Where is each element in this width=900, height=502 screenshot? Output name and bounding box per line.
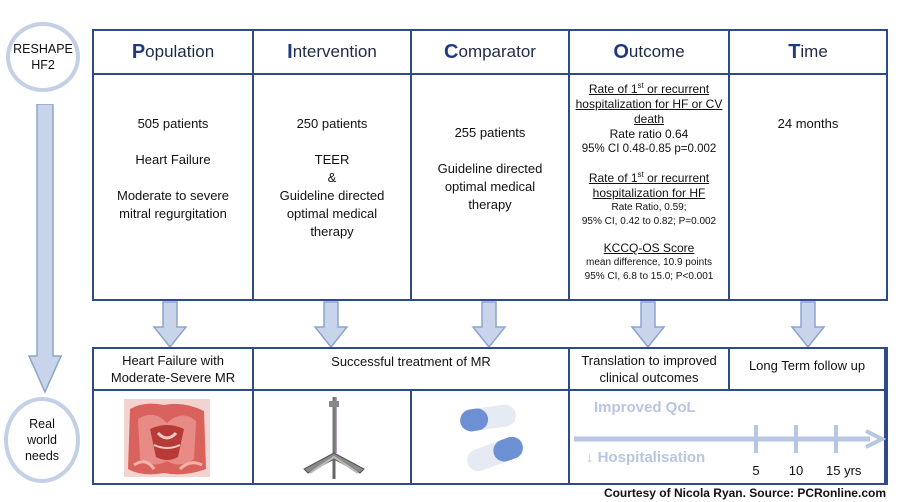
comparator-gdmt-line2: optimal medical bbox=[444, 179, 536, 194]
tick-label-5: 5 bbox=[752, 463, 760, 478]
intervention-cell: 250 patients TEER & Guideline directed o… bbox=[254, 75, 412, 301]
population-mr-line2: mitral regurgitation bbox=[119, 206, 227, 221]
outcome-primary: Rate of 1st or recurrent hospitalization… bbox=[570, 78, 728, 157]
pill-bottom bbox=[467, 436, 523, 472]
outcome-secondary-ratio: Rate Ratio, 0.59; bbox=[611, 202, 687, 213]
outcome-cell: Rate of 1st or recurrent hospitalization… bbox=[570, 75, 730, 301]
teer-device-illustration bbox=[303, 397, 365, 479]
outcome-kccq-ci: 95% CI, 6.8 to 15.0; P<0.001 bbox=[584, 271, 714, 282]
arrow-intervention bbox=[313, 301, 349, 349]
bottom-header-1-line2: Moderate-Severe MR bbox=[110, 370, 236, 385]
pills-icon bbox=[460, 404, 523, 472]
intervention-gdmt-line2: optimal medical bbox=[286, 206, 378, 221]
intervention-ampersand: & bbox=[327, 170, 337, 185]
bottom-header-2: Successful treatment of MR bbox=[254, 349, 570, 391]
comparator-gdmt-line3: therapy bbox=[468, 197, 512, 212]
outcome-primary-ci: 95% CI 0.48-0.85 p=0.002 bbox=[581, 143, 717, 155]
real-world-needs-oval: Real world needs bbox=[4, 397, 80, 483]
header-population-rest: opulation bbox=[145, 42, 215, 61]
population-condition: Heart Failure bbox=[135, 152, 211, 167]
left-down-arrow bbox=[28, 104, 62, 394]
hf2-label: HF2 bbox=[31, 58, 55, 72]
population-mr-line1: Moderate to severe bbox=[116, 188, 229, 203]
outcome-secondary-title: Rate of 1st or recurrent bbox=[588, 170, 710, 185]
intervention-teer: TEER bbox=[314, 152, 350, 167]
bottom-body-3 bbox=[412, 391, 570, 485]
arrow-population bbox=[152, 301, 188, 349]
tick-label-15: 15 yrs bbox=[826, 463, 862, 478]
time-duration: 24 months bbox=[777, 116, 839, 131]
pill-top bbox=[460, 404, 516, 432]
bottom-header-4-line1: Translation to improved bbox=[581, 353, 717, 368]
bottom-header-4: Translation to improved clinical outcome… bbox=[570, 349, 730, 391]
bottom-body-2 bbox=[254, 391, 412, 485]
comparator-cell: 255 patients Guideline directed optimal … bbox=[412, 75, 570, 301]
heart-illustration bbox=[124, 399, 210, 477]
down-arrow-icon: ↓ bbox=[586, 449, 594, 466]
outcome-kccq: KCCQ-OS Score mean difference, 10.9 poin… bbox=[570, 241, 728, 284]
arrow-outcome bbox=[630, 301, 666, 349]
arrow-time bbox=[790, 301, 826, 349]
bottom-body-5 bbox=[730, 391, 886, 485]
hospitalisation-label: Hospitalisation bbox=[597, 449, 706, 466]
real-label: Real bbox=[29, 417, 55, 431]
down-arrows bbox=[152, 301, 826, 349]
outcome-primary-title: Rate of 1st or recurrent bbox=[588, 81, 710, 96]
outcome-secondary-title-2: hospitalization for HF bbox=[592, 186, 706, 200]
outcome-primary-ratio: Rate ratio 0.64 bbox=[609, 127, 689, 141]
image-credit: Courtesy of Nicola Ryan. Source: PCRonli… bbox=[603, 486, 886, 500]
hospitalisation-row: ↓ Hospitalisation bbox=[586, 449, 705, 466]
reshape-label: RESHAPE bbox=[13, 42, 73, 56]
header-population-initial: P bbox=[131, 40, 146, 63]
bottom-header-5-text: Long Term follow up bbox=[748, 358, 866, 373]
follow-up-timeline bbox=[574, 425, 886, 453]
tick-label-10: 10 bbox=[788, 463, 804, 478]
intervention-gdmt-line1: Guideline directed bbox=[279, 188, 385, 203]
intervention-gdmt-line3: therapy bbox=[310, 224, 354, 239]
intervention-count: 250 patients bbox=[296, 116, 368, 131]
header-intervention-rest: ntervention bbox=[292, 42, 377, 61]
needs-label: needs bbox=[24, 449, 60, 463]
bottom-header-4-line2: clinical outcomes bbox=[599, 370, 699, 385]
bottom-header-5: Long Term follow up bbox=[730, 349, 886, 391]
reshape-hf2-oval: RESHAPE HF2 bbox=[6, 22, 80, 92]
bottom-header-1-line1: Heart Failure with bbox=[122, 353, 224, 368]
header-outcome-initial: O bbox=[613, 40, 629, 63]
world-label: world bbox=[27, 433, 57, 447]
bottom-header-2-text: Successful treatment of MR bbox=[331, 354, 491, 369]
improved-qol-label: Improved QoL bbox=[594, 399, 696, 416]
population-count: 505 patients bbox=[137, 116, 209, 131]
header-comparator-rest: omparator bbox=[458, 42, 536, 61]
population-cell: 505 patients Heart Failure Moderate to s… bbox=[94, 75, 254, 301]
outcome-kccq-title: KCCQ-OS Score bbox=[603, 241, 695, 255]
time-cell: 24 months bbox=[730, 75, 886, 301]
header-time-rest: ime bbox=[800, 42, 828, 61]
real-world-table: Heart Failure with Moderate-Severe MR Su… bbox=[92, 347, 888, 485]
outcome-secondary: Rate of 1st or recurrent hospitalization… bbox=[570, 167, 728, 229]
outcome-kccq-diff: mean difference, 10.9 points bbox=[585, 257, 712, 268]
comparator-gdmt-line1: Guideline directed bbox=[437, 161, 543, 176]
header-comparator-initial: C bbox=[444, 40, 459, 63]
header-intervention-initial: I bbox=[287, 40, 293, 63]
outcome-secondary-ci: 95% CI, 0.42 to 0.82; P=0.002 bbox=[581, 216, 717, 227]
header-outcome-rest: utcome bbox=[628, 42, 685, 61]
bottom-header-1: Heart Failure with Moderate-Severe MR bbox=[94, 349, 254, 391]
outcome-primary-title-3: death bbox=[633, 112, 665, 126]
arrow-comparator bbox=[471, 301, 507, 349]
bottom-body-1 bbox=[94, 391, 254, 485]
header-time-initial: T bbox=[788, 40, 801, 63]
bottom-body-4: Improved QoL ↓ Hospitalisation bbox=[570, 391, 730, 485]
comparator-count: 255 patients bbox=[454, 125, 526, 140]
outcome-primary-title-2: hospitalization for HF or CV bbox=[575, 97, 723, 111]
